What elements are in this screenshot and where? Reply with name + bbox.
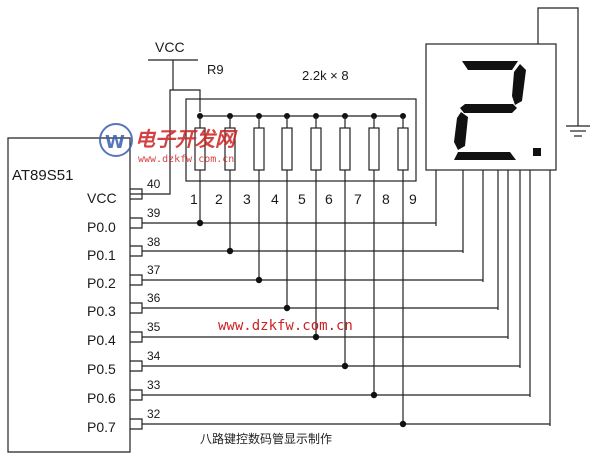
seven-segment-display <box>425 7 590 426</box>
pin-label-p03: P0.3 <box>87 303 116 319</box>
pin-num-32: 32 <box>147 407 161 421</box>
vcc-supply: VCC <box>130 39 201 195</box>
port-junction-dot <box>370 391 378 399</box>
pin-num-39: 39 <box>147 206 161 220</box>
watermark-logo: W 电子开发网 www.dzkfw.com.cn <box>99 123 238 165</box>
pin-stub <box>130 360 143 372</box>
pin-num-35: 35 <box>147 320 161 334</box>
res-pin-5: 5 <box>298 191 306 207</box>
pin-num-40: 40 <box>147 177 161 191</box>
pin-label-p05: P0.5 <box>87 361 116 377</box>
res-pin-8: 8 <box>382 191 390 207</box>
resistor-element <box>397 127 409 171</box>
chip-name: AT89S51 <box>12 167 73 184</box>
resistor-pack: R9 2.2k × 8 1 2 3 4 5 6 7 8 9 <box>185 62 417 207</box>
res-pin-2: 2 <box>215 191 223 207</box>
port-wires <box>130 170 550 430</box>
pin-stub <box>130 217 143 229</box>
resistor-element <box>253 127 265 171</box>
pin-labels: VCC P0.0 P0.1 P0.2 P0.3 P0.4 P0.5 P0.6 P… <box>87 177 161 435</box>
res-pin-1: 1 <box>190 191 198 207</box>
watermark-url-top: www.dzkfw.com.cn <box>138 154 234 165</box>
digit-glyph <box>454 61 541 160</box>
svg-text:W: W <box>105 132 125 153</box>
resistor-element <box>310 127 322 171</box>
res-pin-4: 4 <box>271 191 279 207</box>
pin-label-p06: P0.6 <box>87 390 116 406</box>
pin-label-p04: P0.4 <box>87 332 116 348</box>
res-pin-6: 6 <box>325 191 333 207</box>
port-junction-dot <box>283 304 291 312</box>
resistor-element <box>339 127 351 171</box>
pin-num-37: 37 <box>147 263 161 277</box>
pin-num-33: 33 <box>147 378 161 392</box>
pin-stub <box>130 389 143 401</box>
pin-label-p00: P0.0 <box>87 219 116 235</box>
port-junction-dot <box>399 420 407 428</box>
pin-label-p02: P0.2 <box>87 275 116 291</box>
pin-stub <box>130 418 143 430</box>
port-junction-dot <box>196 219 204 227</box>
pin-stub <box>130 274 143 286</box>
port-junction-dot <box>226 247 234 255</box>
port-junction-dot <box>341 362 349 370</box>
pin-label-vcc: VCC <box>87 190 117 206</box>
mcu-chip: AT89S51 <box>7 137 131 453</box>
pin-stub-vcc <box>130 188 143 200</box>
pin-stub <box>130 245 143 257</box>
resistor-element <box>281 127 293 171</box>
diagram-caption: 八路键控数码管显示制作 <box>200 431 332 446</box>
resistor-value: 2.2k × 8 <box>302 68 349 83</box>
pin-num-34: 34 <box>147 349 161 363</box>
vcc-label: VCC <box>155 39 185 55</box>
watermark-logo-text: 电子开发网 <box>135 127 238 151</box>
pin-stub <box>130 331 143 343</box>
resistor-ref: R9 <box>207 62 224 77</box>
pin-label-p07: P0.7 <box>87 419 116 435</box>
pin-num-36: 36 <box>147 291 161 305</box>
port-junction-dot <box>255 276 263 284</box>
pin-stub <box>130 302 143 314</box>
res-pin-9: 9 <box>409 191 417 207</box>
port-junction-dot <box>312 333 320 341</box>
watermark-url-mid: www.dzkfw.com.cn <box>218 318 353 334</box>
pin-num-38: 38 <box>147 235 161 249</box>
pin-label-p01: P0.1 <box>87 247 116 263</box>
res-pin-3: 3 <box>243 191 251 207</box>
res-pin-7: 7 <box>354 191 362 207</box>
resistor-element <box>368 127 380 171</box>
